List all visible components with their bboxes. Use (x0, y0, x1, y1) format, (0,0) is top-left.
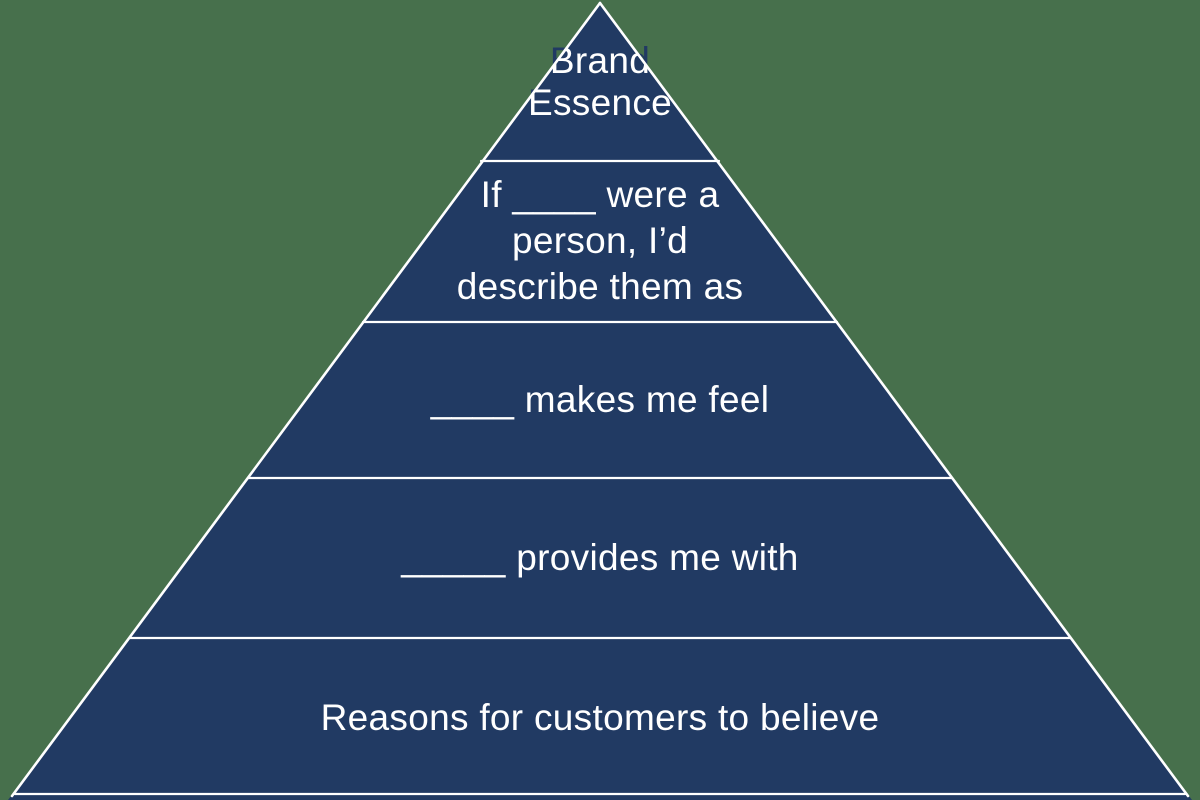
tier-5-reasons-to-believe-label: Reasons for customers to believe (321, 697, 880, 738)
tier-3-emotional-benefits-label: ____ makes me feel (430, 379, 770, 420)
pyramid-shape (8, 1, 1192, 800)
tier-1-brand-essence-line-1: Brand (550, 40, 650, 81)
tier-4-functional-benefits-label: _____ provides me with (400, 537, 798, 578)
tier-2-personality-line-1: If ____ were a (481, 174, 720, 215)
tier-dividers (13, 159, 1187, 796)
tier-labels: Brand Essence If ____ were a person, I’d… (321, 40, 880, 738)
pyramid-left-edge (10, 1, 602, 798)
tier-2-personality-line-2: person, I’d (512, 220, 688, 261)
tier-2-personality-line-3: describe them as (457, 266, 744, 307)
pyramid-outline (10, 1, 1190, 798)
pyramid-right-edge (598, 1, 1190, 798)
tier-1-brand-essence-line-2: Essence (528, 82, 672, 123)
